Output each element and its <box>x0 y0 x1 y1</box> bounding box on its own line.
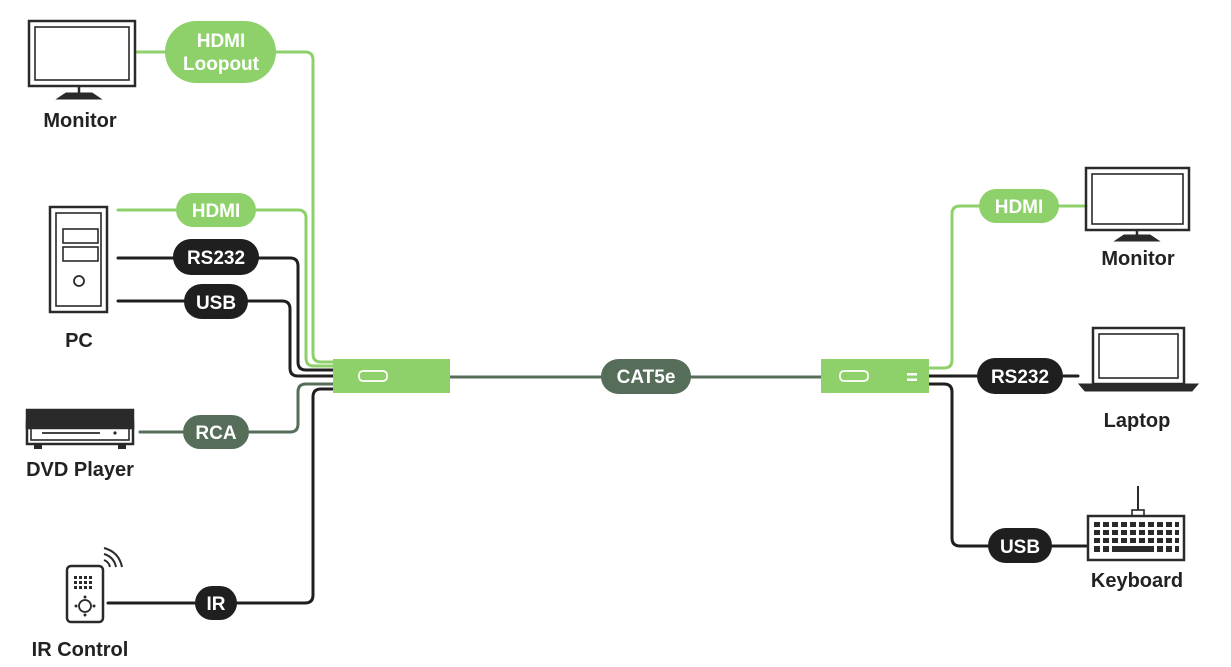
pc-icon <box>48 205 109 314</box>
receiver-port <box>839 370 869 382</box>
pill-hdmi-pc: HDMI <box>176 193 256 227</box>
pill-hdmi-loopout-line2: Loopout <box>183 54 260 75</box>
pill-hdmi-loopout: HDMI Loopout <box>165 21 276 83</box>
line-usb-pc <box>116 299 336 378</box>
transmitter-port <box>358 370 388 382</box>
receiver-led-bottom <box>907 378 917 381</box>
laptop-icon <box>1077 326 1200 392</box>
pill-rs232-pc: RS232 <box>173 239 259 275</box>
receiver-unit <box>821 359 929 393</box>
transmitter-unit <box>333 359 450 393</box>
pill-hdmi-loopout-line1: HDMI <box>197 31 246 52</box>
line-rs232-pc <box>116 256 336 372</box>
pill-hdmi-pc-label: HDMI <box>192 201 241 222</box>
pill-cat5e: CAT5e <box>601 359 691 394</box>
pill-hdmi-monitor: HDMI <box>979 189 1059 223</box>
ir-control-label: IR Control <box>32 639 129 661</box>
line-usb-keyboard <box>926 382 1088 548</box>
dvd-player-icon <box>25 408 135 449</box>
line-hdmi-monitor <box>926 204 1088 370</box>
pill-usb-keyboard: USB <box>988 528 1052 563</box>
pill-cat5e-label: CAT5e <box>617 367 676 388</box>
pill-usb-pc-label: USB <box>196 293 236 314</box>
monitor-right-icon <box>1084 166 1191 242</box>
line-ir <box>106 387 336 605</box>
line-hdmi-pc <box>116 208 336 368</box>
pill-hdmi-monitor-label: HDMI <box>995 197 1044 218</box>
line-hdmi-loopout <box>135 50 336 364</box>
keyboard-label: Keyboard <box>1091 570 1183 592</box>
line-rca <box>138 382 336 434</box>
laptop-label: Laptop <box>1104 410 1171 432</box>
pill-rca: RCA <box>183 415 249 449</box>
pill-rs232-laptop: RS232 <box>977 358 1063 394</box>
ir-remote-icon <box>65 547 123 624</box>
pill-usb-keyboard-label: USB <box>1000 537 1040 558</box>
pill-rca-label: RCA <box>195 423 236 444</box>
pill-usb-pc: USB <box>184 284 248 319</box>
dvd-player-label: DVD Player <box>26 459 134 481</box>
monitor-left-label: Monitor <box>43 110 117 132</box>
monitor-left-icon <box>27 19 137 100</box>
pc-label: PC <box>65 330 93 352</box>
pill-rs232-pc-label: RS232 <box>187 248 245 269</box>
receiver-led-top <box>907 373 917 376</box>
pill-rs232-laptop-label: RS232 <box>991 367 1049 388</box>
pill-ir-label: IR <box>207 594 226 615</box>
pill-ir: IR <box>195 586 237 620</box>
keyboard-icon <box>1086 486 1186 562</box>
monitor-right-label: Monitor <box>1101 248 1175 270</box>
